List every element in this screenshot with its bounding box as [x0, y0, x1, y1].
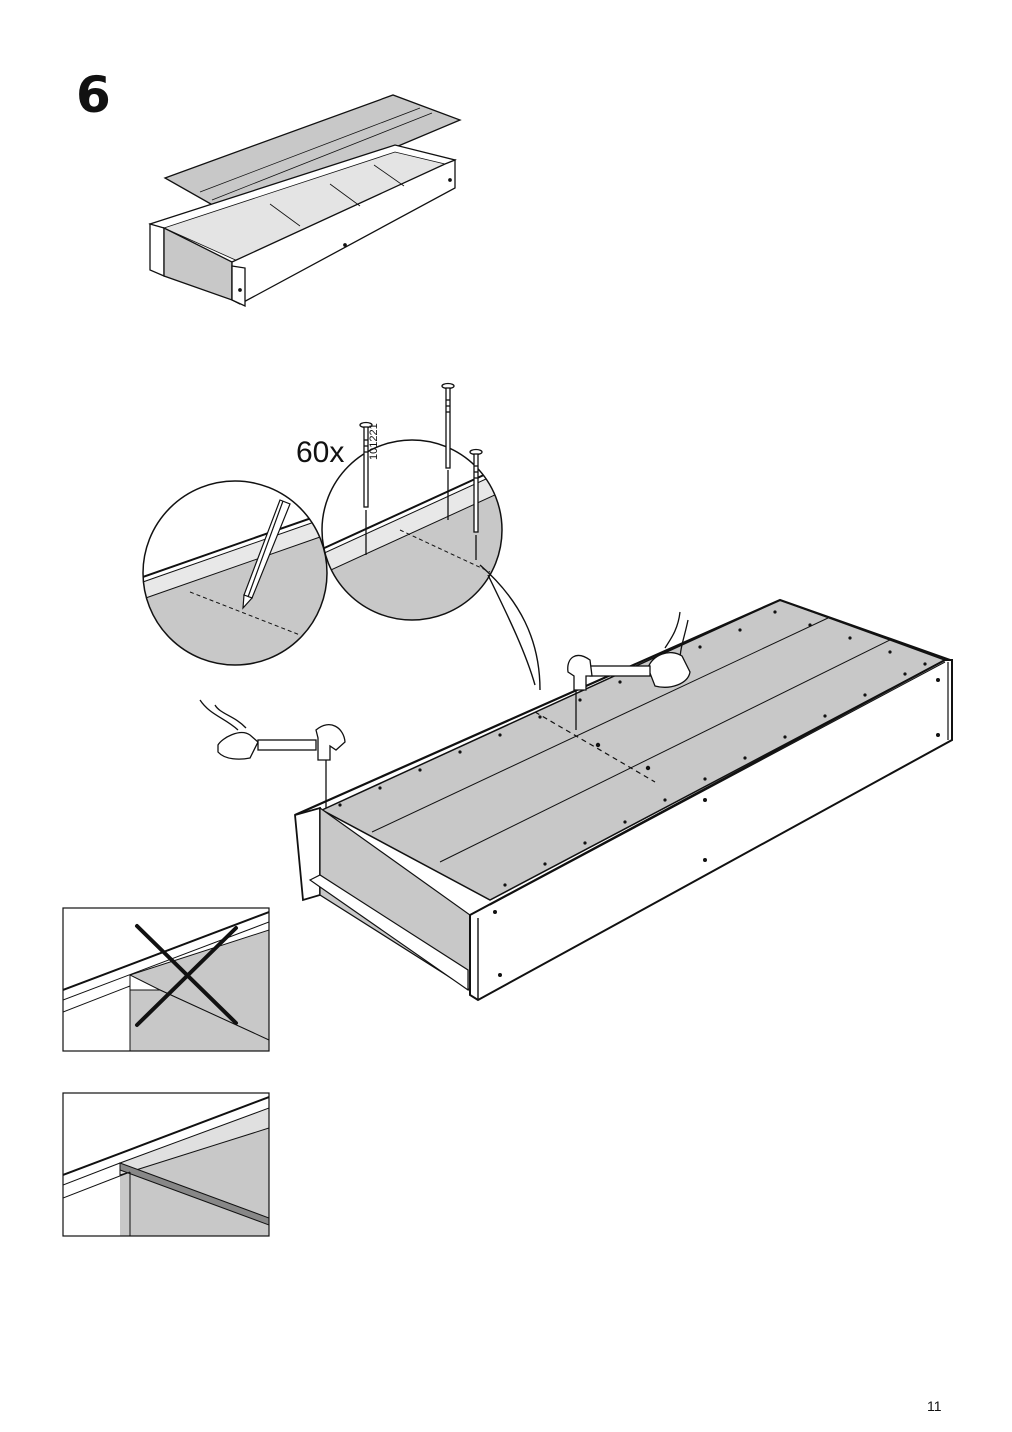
hammer-icon — [199, 611, 691, 808]
quantity-label: 60x — [296, 436, 345, 469]
main-cabinet-illustration — [294, 598, 953, 1002]
detail-circle-nailing — [321, 439, 541, 691]
cabinet-left-end-panel — [294, 806, 321, 902]
cabinet-front-panel — [469, 659, 953, 1002]
cabinet-left-side — [149, 223, 165, 277]
correct-example-panel — [62, 1092, 270, 1237]
part-number-label: 101221 — [368, 423, 380, 460]
overview-illustration — [148, 94, 462, 308]
pencil-icon — [242, 499, 291, 610]
step-number: 6 — [76, 66, 111, 124]
back-panel-board — [163, 94, 462, 217]
cross-mark-icon — [135, 924, 238, 1027]
page-number: 11 — [927, 1398, 942, 1414]
wrong-example-panel — [62, 907, 270, 1052]
detail-circle-marking — [142, 480, 328, 666]
nail-icon — [359, 382, 483, 560]
